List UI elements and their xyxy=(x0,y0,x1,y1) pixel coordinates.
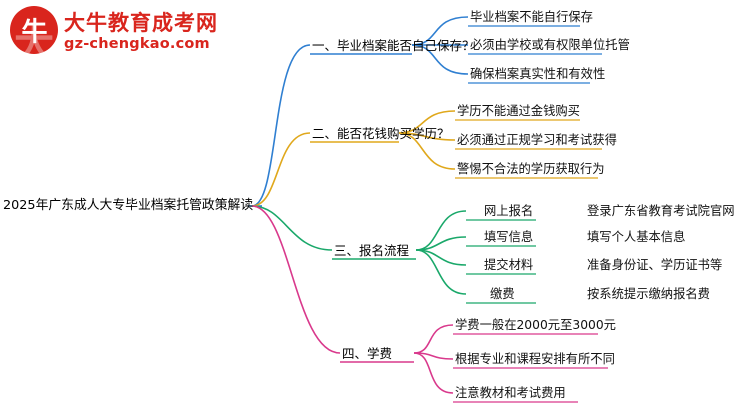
logo-watermark-char: 大 xyxy=(14,22,54,54)
branch-label-4[interactable]: 四、学费 xyxy=(342,346,393,361)
logo-mark: 大 牛 xyxy=(10,6,58,54)
leaf-label-1-2[interactable]: 必须由学校或有权限单位托管 xyxy=(470,38,630,52)
branch-label-1[interactable]: 一、毕业档案能否自己保存？ xyxy=(312,38,475,53)
leaf-detail-3-1: 登录广东省教育考试院官网 xyxy=(587,204,735,218)
branch-label-2[interactable]: 二、能否花钱购买学历？ xyxy=(312,126,450,141)
leaf-label-1-3[interactable]: 确保档案真实性和有效性 xyxy=(470,67,606,81)
leaf-label-2-2[interactable]: 必须通过正规学习和考试获得 xyxy=(457,133,617,147)
leaf-label-4-1[interactable]: 学费一般在2000元至3000元 xyxy=(455,318,616,332)
leaf-detail-3-2: 填写个人基本信息 xyxy=(587,230,686,244)
leaf-label-1-1[interactable]: 毕业档案不能自行保存 xyxy=(470,10,593,24)
mindmap-root-label[interactable]: 2025年广东成人大专毕业档案托管政策解读 xyxy=(3,198,254,213)
leaf-label-4-3[interactable]: 注意教材和考试费用 xyxy=(455,386,566,400)
logo-name-cn: 大牛教育成考网 xyxy=(64,11,218,35)
branch-label-3[interactable]: 三、报名流程 xyxy=(334,243,410,258)
logo-mark-char: 牛 xyxy=(21,17,47,48)
leaf-label-3-1[interactable]: 网上报名 xyxy=(484,204,534,218)
leaf-label-3-3[interactable]: 提交材料 xyxy=(484,258,534,272)
logo-name-en: gz-chengkao.com xyxy=(64,36,210,52)
leaf-label-2-1[interactable]: 学历不能通过金钱购买 xyxy=(457,104,580,118)
leaf-label-3-4[interactable]: 缴费 xyxy=(490,287,515,301)
site-logo: 大 牛 大牛教育成考网 gz-chengkao.com xyxy=(10,4,220,60)
leaf-detail-3-3: 准备身份证、学历证书等 xyxy=(587,258,723,272)
leaf-detail-3-4: 按系统提示缴纳报名费 xyxy=(587,287,710,301)
leaf-label-3-2[interactable]: 填写信息 xyxy=(484,230,534,244)
leaf-label-2-3[interactable]: 警惕不合法的学历获取行为 xyxy=(457,162,605,176)
leaf-label-4-2[interactable]: 根据专业和课程安排有所不同 xyxy=(455,352,615,366)
